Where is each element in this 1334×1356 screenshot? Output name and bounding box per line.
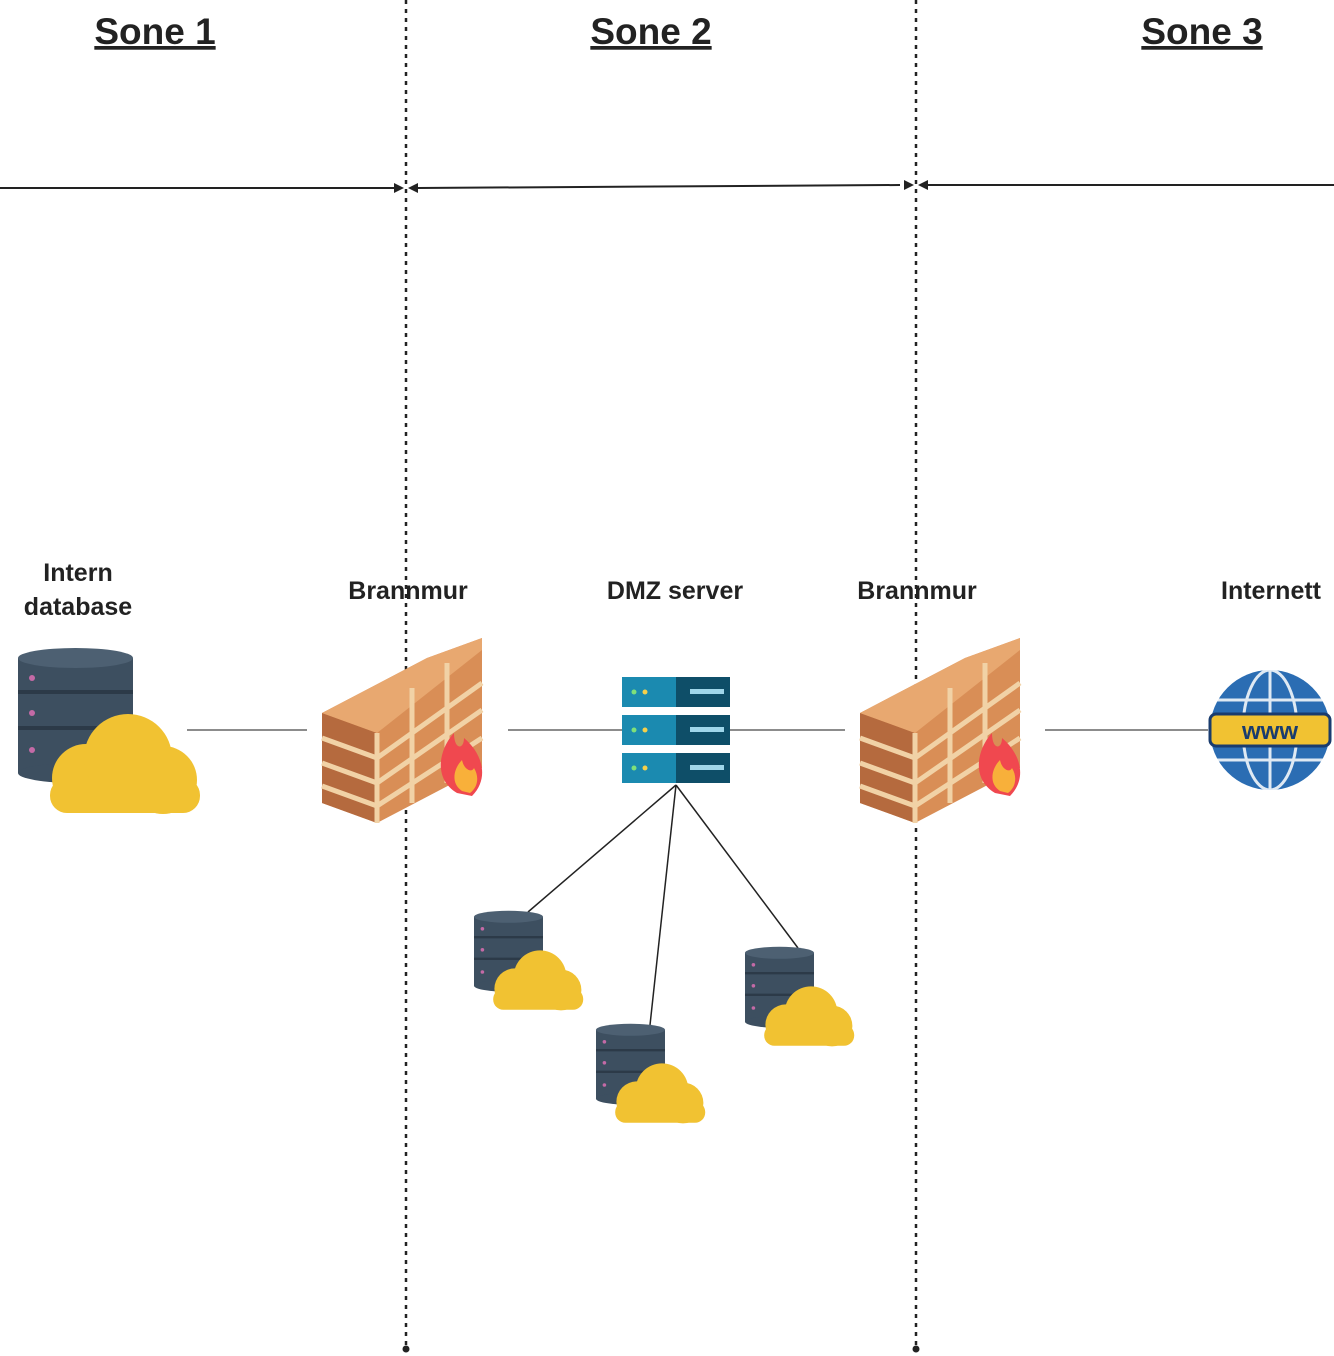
firewall-icon <box>322 638 482 823</box>
zone-title-1: Sone 1 <box>94 11 215 52</box>
zone-divider-right-end <box>912 1345 920 1353</box>
dmz-branch-lines <box>527 784 799 1026</box>
internal-db-label-line2: database <box>24 593 132 621</box>
www-badge: www <box>1241 718 1298 745</box>
database-cloud-icon <box>16 646 202 816</box>
server-rack-icon <box>622 677 730 783</box>
database-cloud-icon <box>743 945 856 1048</box>
zone-title-3: Sone 3 <box>1141 11 1262 52</box>
globe-www-icon: www <box>1208 668 1332 792</box>
zone-boundary-line <box>0 180 1334 193</box>
zone-divider-left-end <box>402 1345 410 1353</box>
internal-db-label-line1: Intern <box>43 559 112 587</box>
firewall-right-label: Brannmur <box>857 577 977 605</box>
firewall-icon <box>860 638 1020 823</box>
dmz-server-label: DMZ server <box>607 577 743 605</box>
database-cloud-icon <box>472 909 585 1012</box>
zone-title-2: Sone 2 <box>590 11 711 52</box>
internet-label: Internett <box>1221 577 1322 605</box>
database-cloud-icon <box>594 1022 707 1125</box>
firewall-left-label: Brannmur <box>348 577 468 605</box>
